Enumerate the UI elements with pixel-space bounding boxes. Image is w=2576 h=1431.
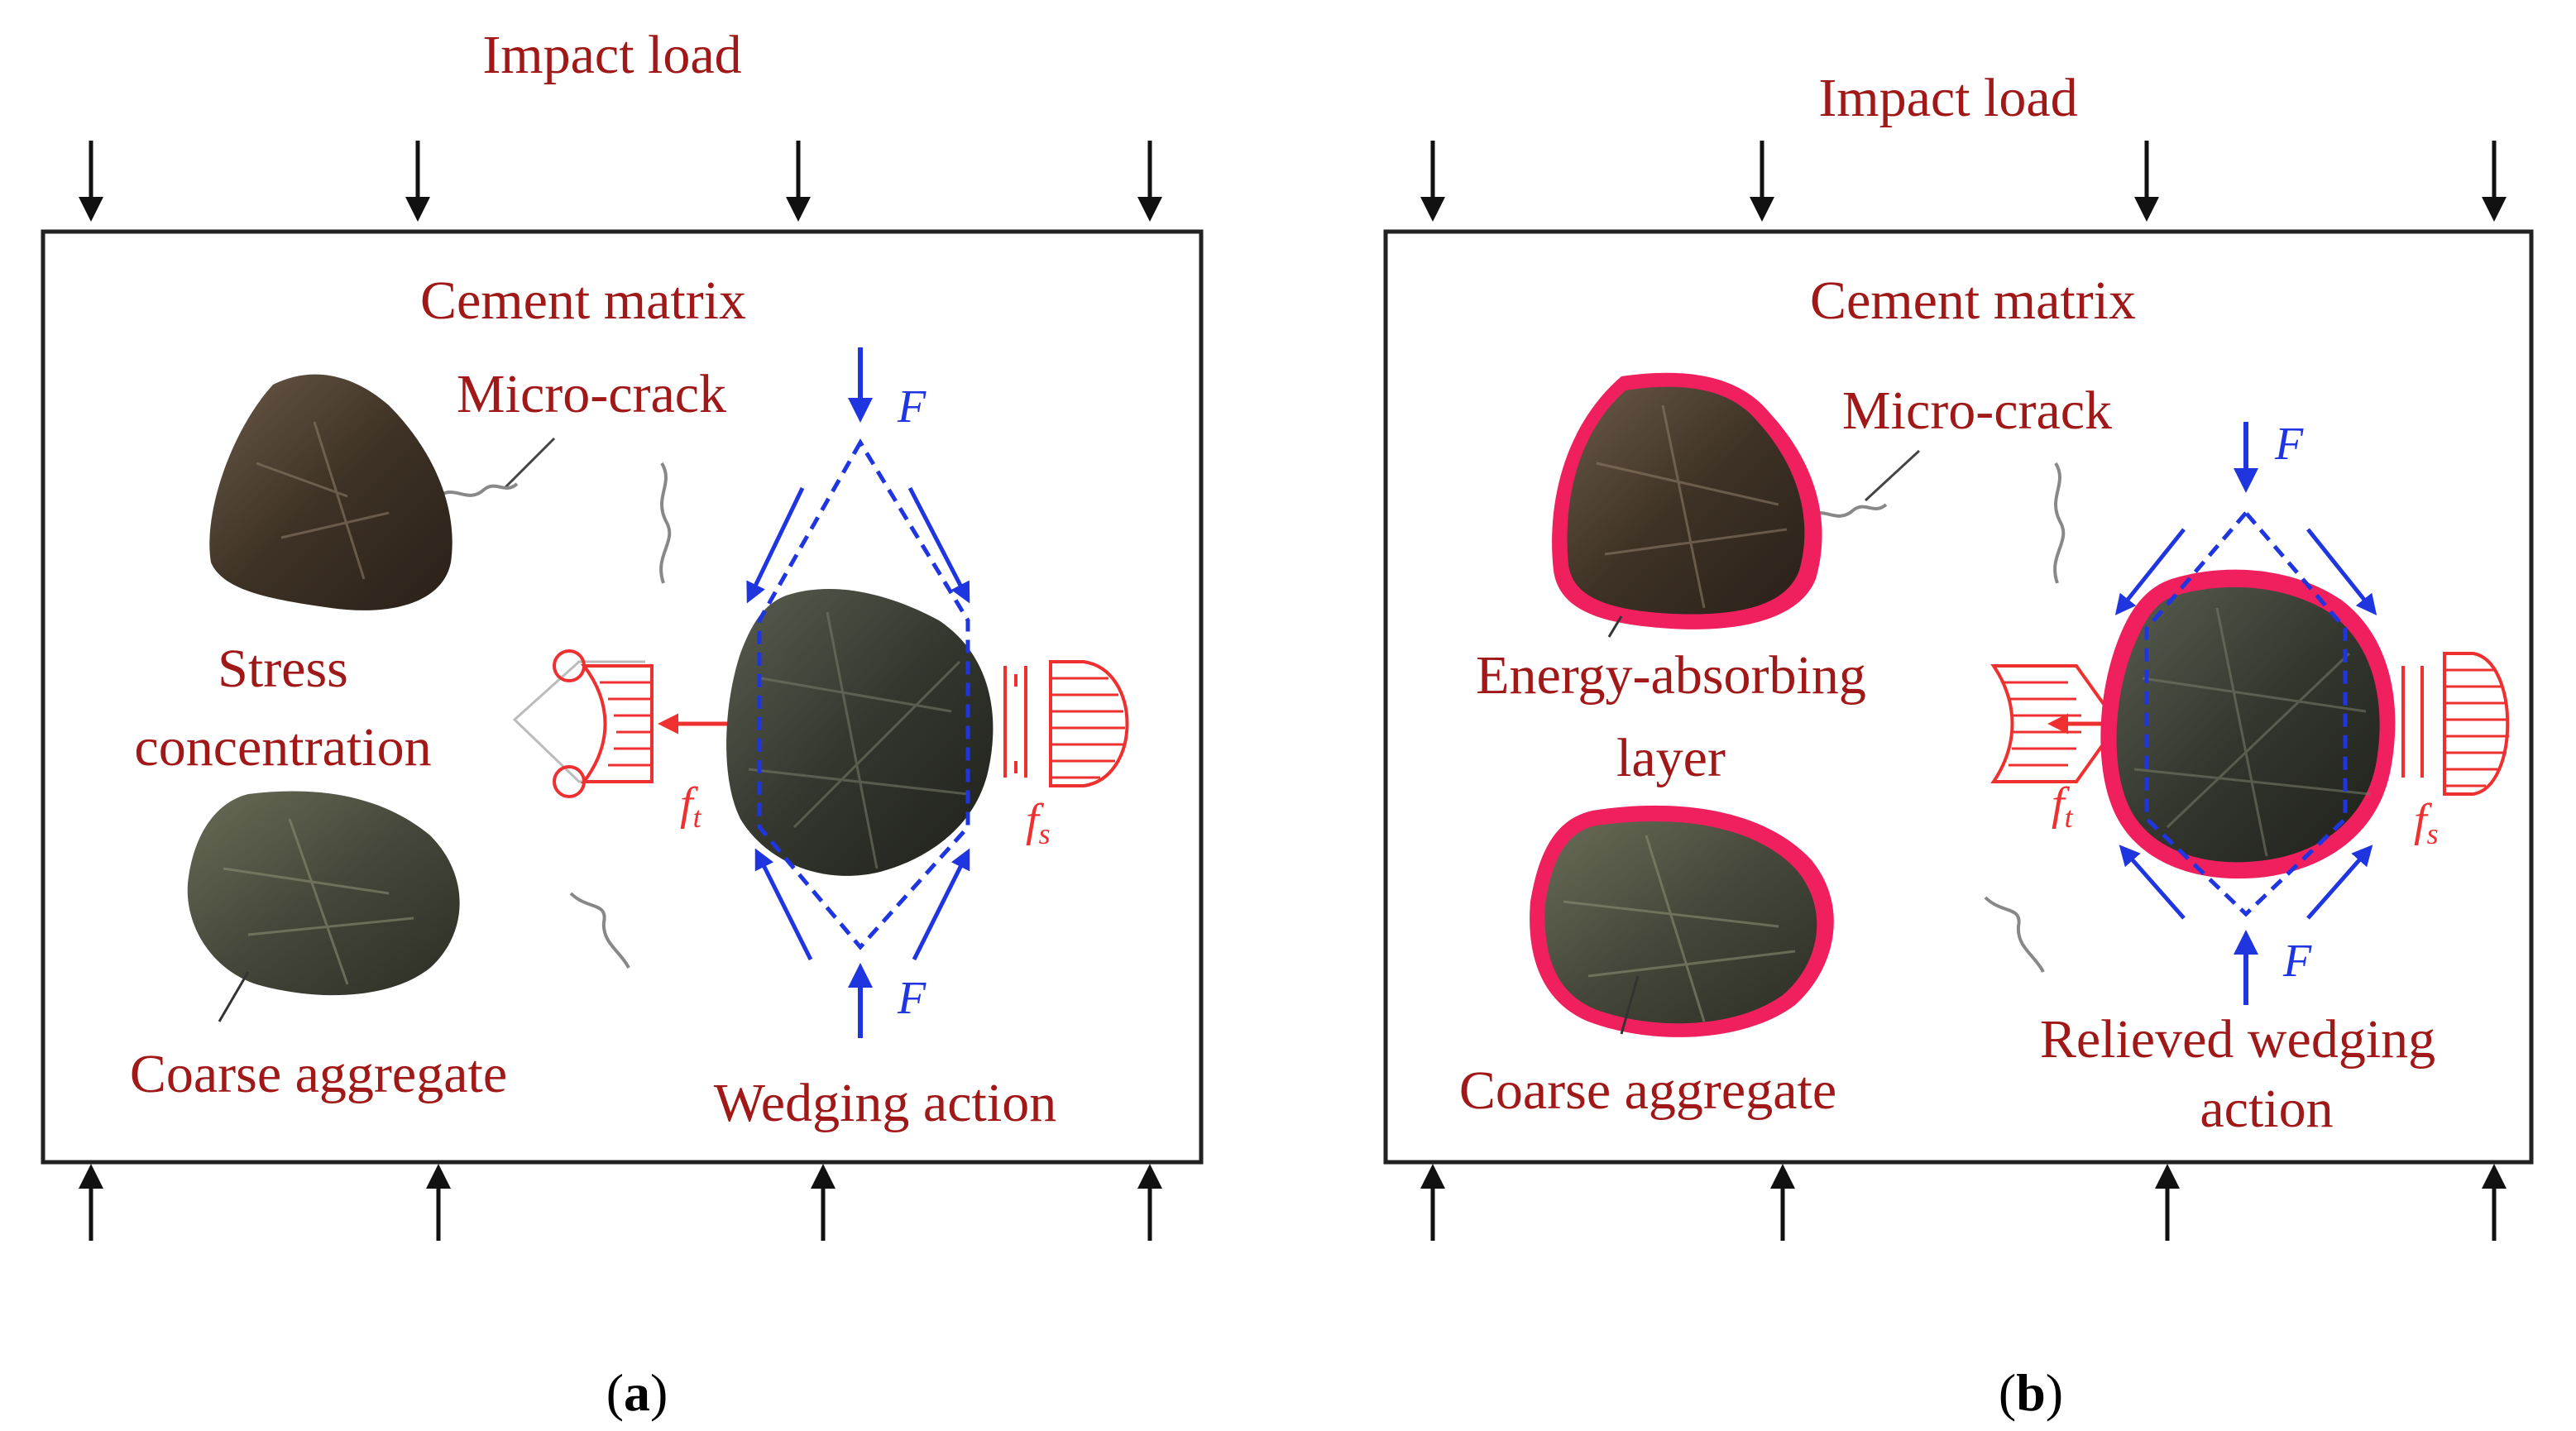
- panel-a: Impact load Cement matrix Micro-crack St: [41, 25, 1204, 1422]
- stress-distribution-icon: [512, 649, 654, 798]
- tensile-stress-label: ft: [680, 778, 702, 834]
- energy-layer-leader: [1607, 615, 1623, 638]
- relieved-wedging-action-label: action: [2200, 1079, 2333, 1139]
- force-arrow-icon: [2306, 845, 2373, 920]
- force-bottom-label: F: [2282, 936, 2312, 987]
- micro-crack-icon: [1984, 896, 2045, 973]
- coarse-aggregate-leader: [1620, 975, 1640, 1035]
- coarse-aggregate-rock: [187, 791, 460, 996]
- stress-distribution-icon: [1003, 660, 1129, 787]
- force-arrow-icon: [2114, 528, 2186, 615]
- impact-arrows-top: [79, 141, 1162, 222]
- energy-absorbing-layer-label: Energy-absorbing: [1476, 645, 1866, 706]
- relieved-wedging-action-label: Relieved wedging: [2040, 1009, 2435, 1070]
- impact-arrows-top: [1420, 141, 2507, 222]
- impact-load-label: Impact load: [482, 25, 741, 85]
- specimen-frame: [41, 229, 1204, 1165]
- force-arrow-icon: [754, 848, 813, 961]
- force-arrow-icon: [907, 486, 970, 604]
- micro-crack-label: Micro-crack: [457, 364, 726, 424]
- coarse-aggregate-rock: [209, 374, 452, 610]
- micro-crack-leader: [503, 437, 556, 490]
- force-top-label: F: [897, 381, 926, 433]
- micro-crack-leader: [1864, 449, 1921, 502]
- wedging-action-label: Wedging action: [714, 1073, 1056, 1133]
- micro-crack-label: Micro-crack: [1842, 380, 2112, 441]
- rock-texture: [1563, 835, 1796, 1022]
- coarse-aggregate-rock: [726, 588, 994, 876]
- rock-texture: [2133, 607, 2371, 857]
- cement-matrix-label: Cement matrix: [1810, 270, 2136, 331]
- stress-concentration-label: concentration: [134, 717, 431, 778]
- rock-texture: [748, 611, 969, 869]
- micro-crack-icon: [569, 892, 630, 969]
- force-arrow-icon: [912, 848, 970, 961]
- micro-crack-icon: [437, 482, 519, 498]
- rock-texture: [256, 421, 390, 580]
- force-top-label: F: [2274, 419, 2304, 470]
- micro-crack-icon: [659, 462, 672, 584]
- panel-caption: (a): [606, 1363, 668, 1422]
- shear-stress-label: fs: [2414, 795, 2439, 850]
- force-arrow-icon: [2306, 528, 2377, 615]
- shear-stress-label: fs: [1026, 795, 1051, 850]
- coarse-aggregate-label: Coarse aggregate: [130, 1044, 507, 1104]
- tensile-stress-label: ft: [2052, 778, 2074, 834]
- stress-distribution-icon: [2401, 652, 2510, 796]
- coarse-aggregate-label: Coarse aggregate: [1459, 1060, 1836, 1121]
- micro-crack-icon: [2053, 462, 2066, 584]
- impact-load-label: Impact load: [1818, 68, 2077, 128]
- rock-texture: [223, 818, 414, 985]
- cement-matrix-label: Cement matrix: [420, 270, 746, 331]
- force-arrow-icon: [746, 486, 805, 604]
- support-arrows-bottom: [79, 1164, 1162, 1241]
- stress-concentration-label: Stress: [218, 639, 348, 699]
- coarse-aggregate-rock: [2116, 586, 2380, 863]
- energy-absorbing-layer-label: layer: [1616, 728, 1726, 788]
- force-bottom-label: F: [897, 973, 926, 1024]
- force-arrow-icon: [2119, 845, 2186, 920]
- rock-texture: [1596, 404, 1788, 609]
- wedging-diamond: [2144, 510, 2348, 917]
- coarse-aggregate-leader: [218, 971, 250, 1022]
- specimen-frame: [1383, 229, 2534, 1165]
- panel-caption: (b): [1999, 1363, 2063, 1422]
- support-arrows-bottom: [1420, 1164, 2507, 1241]
- coarse-aggregate-rock: [1567, 386, 1805, 615]
- panel-b: Impact load Cement matrix Micro-crack En…: [1383, 68, 2534, 1422]
- wedging-diamond: [757, 438, 970, 950]
